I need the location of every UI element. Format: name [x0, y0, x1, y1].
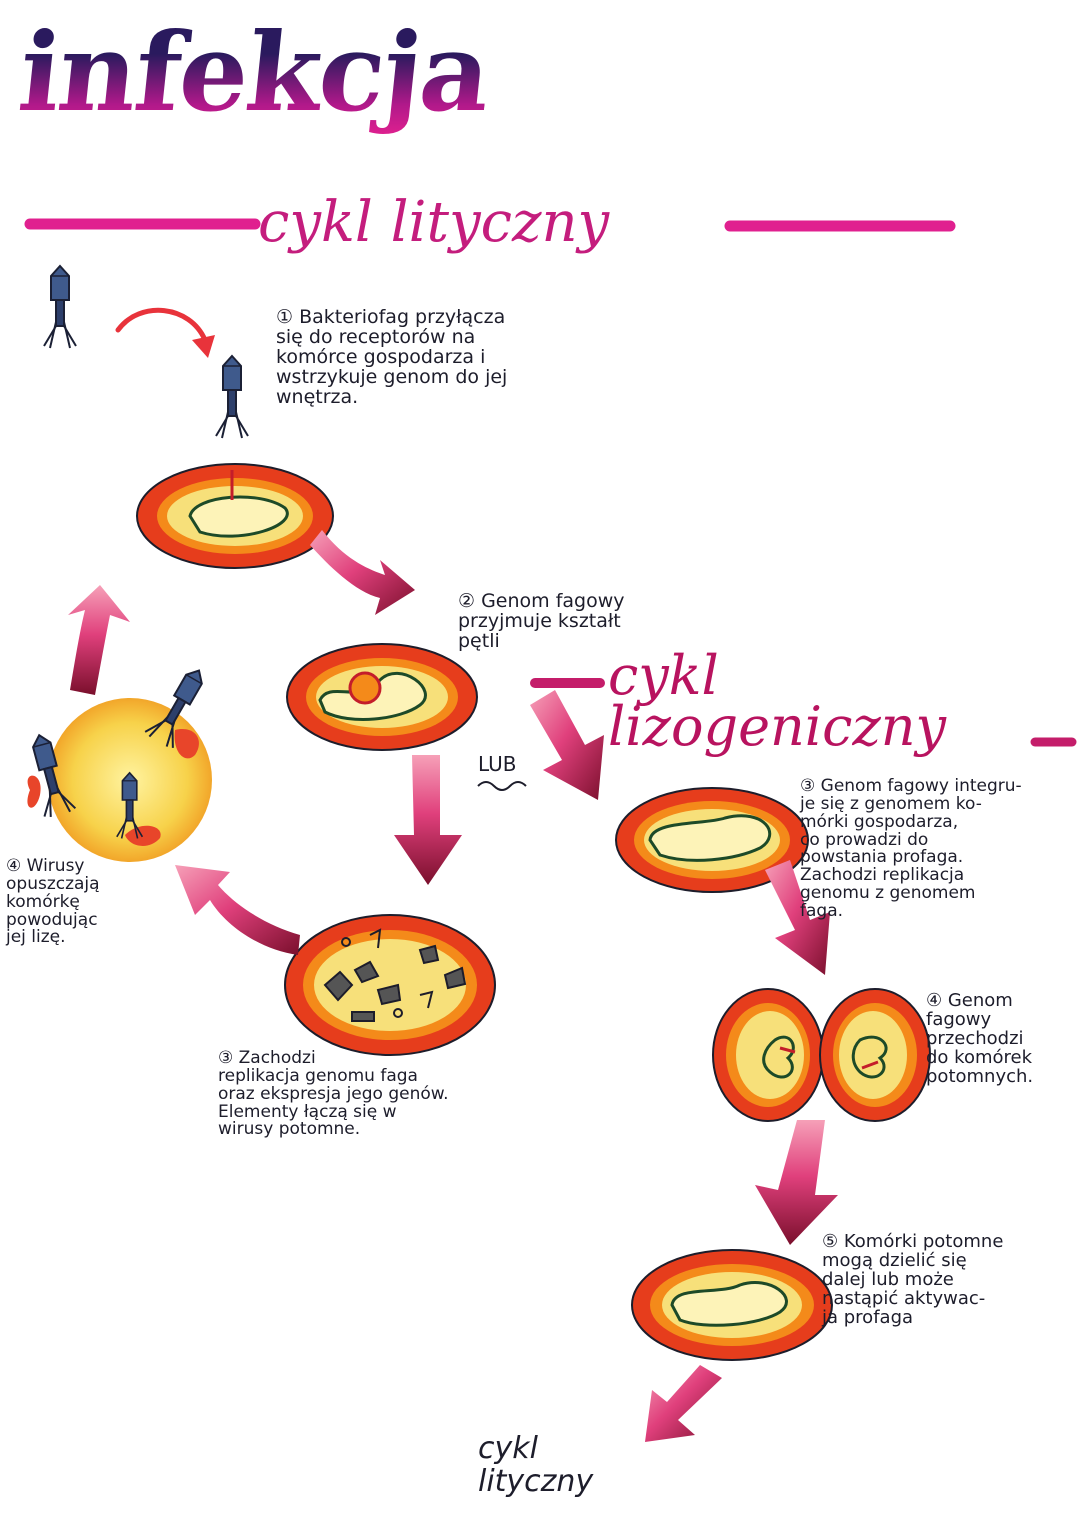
arrow-cell2-to-cell3 — [394, 755, 462, 885]
page-title: infekcja — [13, 10, 495, 136]
lytic-step-1-text: ① Bakteriofag przyłącza się do receptoró… — [276, 306, 508, 408]
lysed-cell — [22, 661, 214, 862]
arrow-cell3-to-lysed — [175, 865, 300, 955]
host-cell-2 — [286, 643, 478, 751]
lysogenic-cycle-heading: cykl lizogeniczny — [608, 644, 947, 759]
bacteriophage-attached-icon — [215, 355, 249, 439]
curved-arrow-icon — [115, 307, 208, 343]
arrow-head-icon — [192, 335, 215, 358]
lytic-cycle-heading: cykl lityczny — [258, 190, 610, 255]
arrow-cell1-to-cell2 — [310, 530, 415, 615]
dividing-cell — [712, 988, 931, 1122]
lysogenic-step-5-text: ⑤ Komórki potomne mogą dzielić się dalej… — [822, 1231, 1004, 1328]
host-cell-lytic-3 — [284, 914, 496, 1056]
host-cell-1 — [136, 463, 334, 569]
lysogenic-step-4-text: ④ Genom fagowy przechodzi do komórek pot… — [926, 990, 1034, 1087]
or-label: LUB — [478, 752, 517, 776]
arrow-daughter-to-lytic — [645, 1365, 722, 1442]
or-squiggle-icon — [477, 781, 527, 791]
arrow-lysed-to-phage — [68, 585, 130, 695]
arrow-lysogenic-to-dividing — [765, 860, 830, 975]
lysogenic-step-3-text: ③ Genom fagowy integru- je się z genomem… — [800, 776, 1022, 921]
bacteriophage-icon — [43, 265, 77, 349]
lytic-step-2-text: ② Genom fagowy przyjmuje kształt pętli — [458, 590, 625, 652]
bottom-lytic-label: cykl lityczny — [478, 1431, 594, 1499]
arrow-dividing-to-daughter — [755, 1120, 838, 1245]
arrow-cell2-to-lysogenic — [530, 690, 604, 800]
daughter-cell — [631, 1249, 833, 1361]
lytic-step-4-text: ④ Wirusy opuszczają komórkę powodując je… — [6, 856, 100, 948]
lysogenic-title-underline — [530, 678, 1077, 747]
host-cell-lysogenic-3 — [615, 787, 809, 893]
lytic-title-underline — [24, 218, 956, 232]
lytic-step-3-text: ③ Zachodzi replikacja genomu faga oraz e… — [218, 1048, 449, 1140]
